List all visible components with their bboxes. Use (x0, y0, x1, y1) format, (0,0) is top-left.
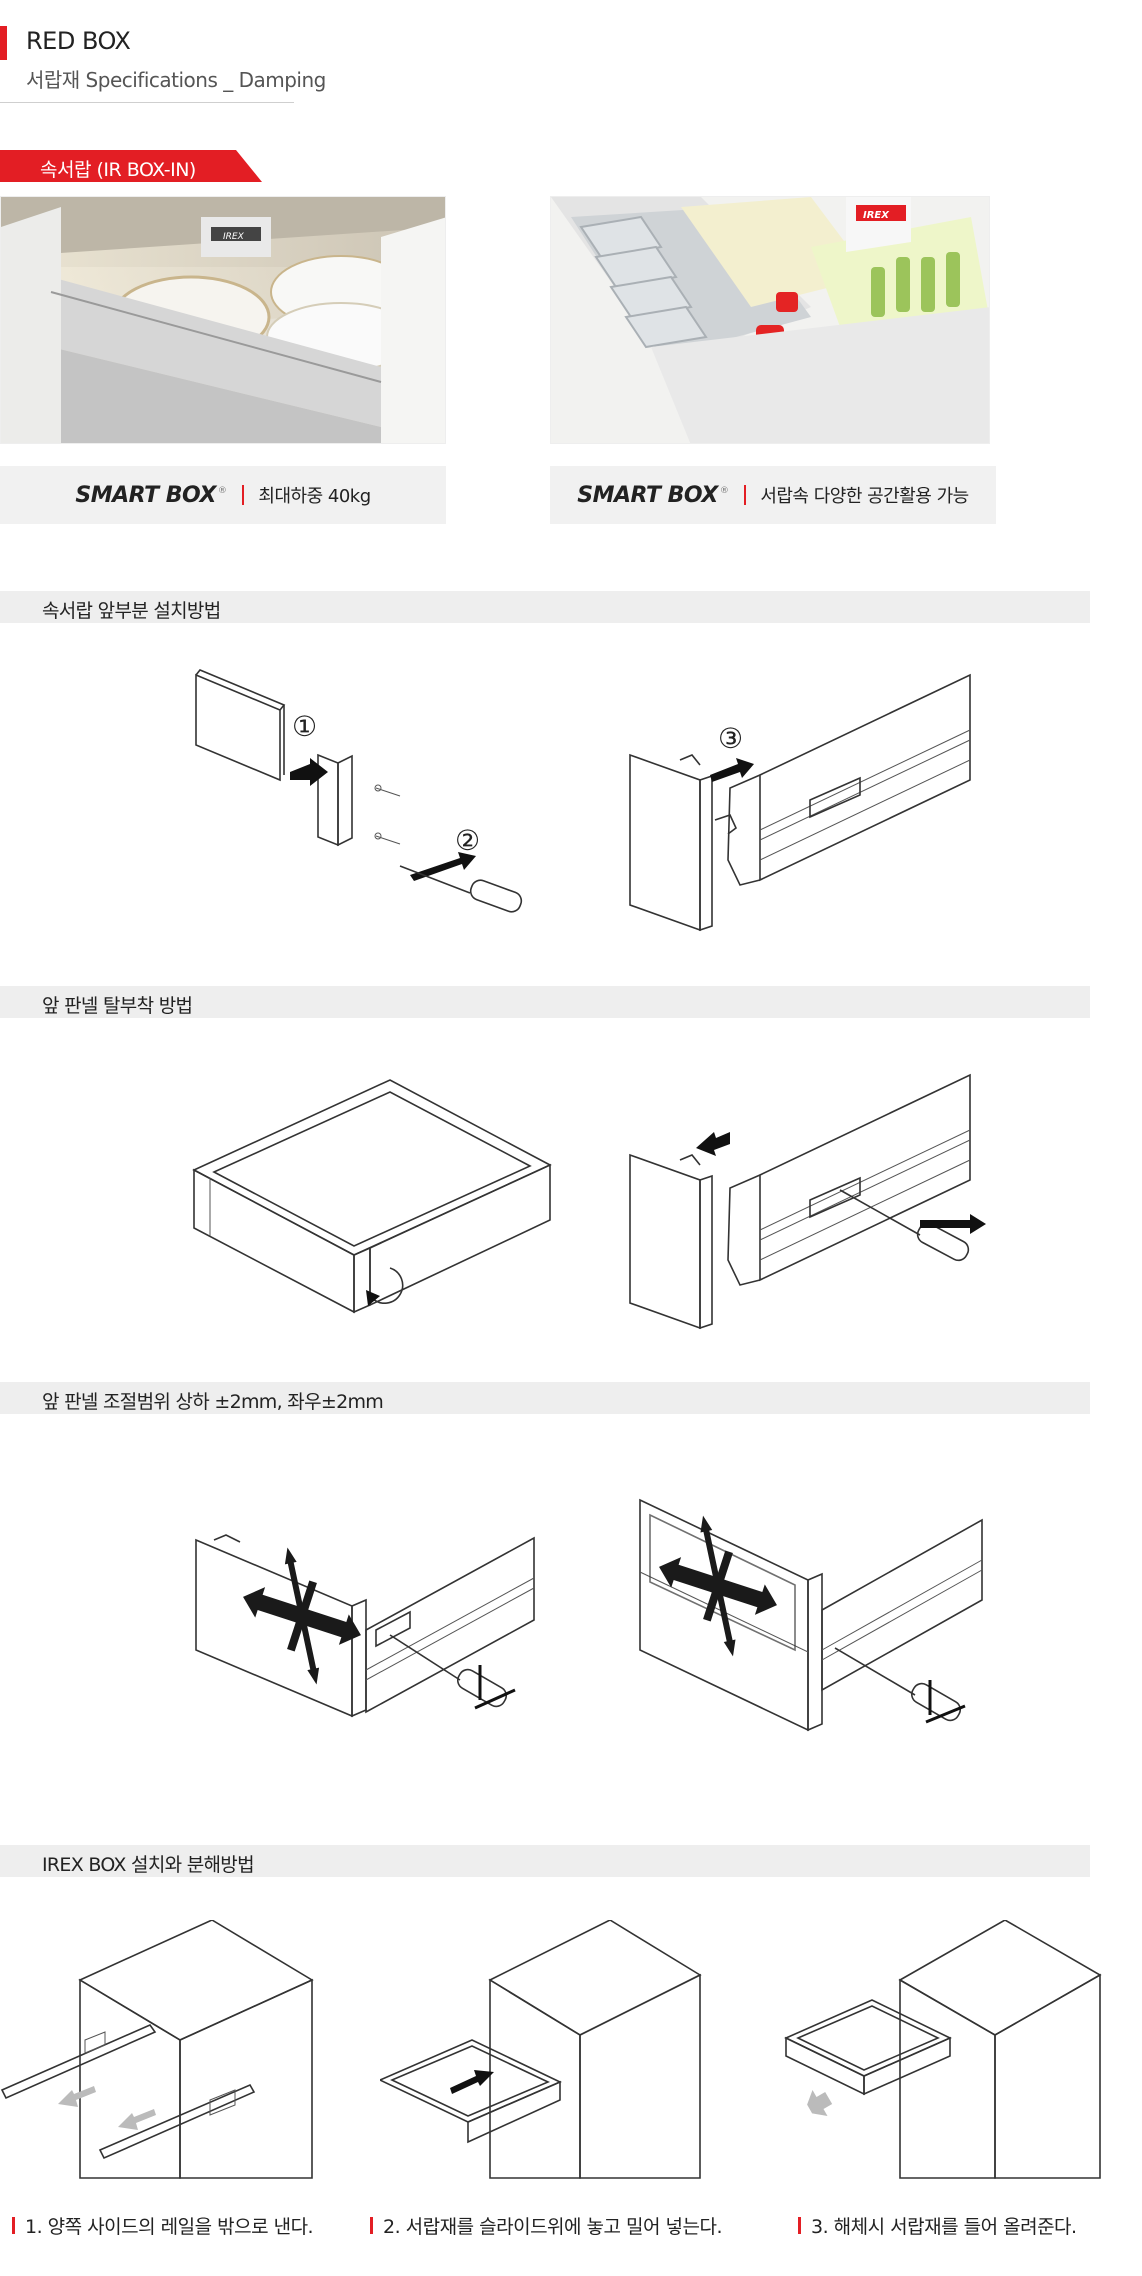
photo-logo-text: IREX (223, 232, 245, 242)
step-marker-3: ③ (718, 722, 743, 755)
caption-text: 서랍속 다양한 공간활용 가능 (760, 486, 969, 507)
step-bullet (12, 2217, 15, 2234)
install-step-2: 2. 서랍재를 슬라이드위에 놓고 밀어 넣는다. (370, 2212, 723, 2239)
caption-text: 최대하중 40kg (258, 486, 371, 507)
photo-logo-text-2: IREX (863, 210, 890, 221)
diagram-panel-adjust-2 (630, 1470, 1010, 1770)
section-header-panel-attach: 앞 판넬 탈부착 방법 (0, 986, 1090, 1018)
header-accent-bar (0, 26, 7, 60)
section-title: IREX BOX 설치와 분해방법 (42, 1854, 255, 1876)
step-bullet (370, 2217, 373, 2234)
step-bullet (798, 2217, 801, 2234)
step-text: 3. 해체시 서랍재를 들어 올려준다. (811, 2216, 1077, 2238)
category-tab: 속서랍 (IR BOX-IN) (0, 150, 262, 182)
section-title: 속서랍 앞부분 설치방법 (42, 600, 221, 622)
diagram-front-install-1: ① ② (180, 660, 580, 950)
brand-label: SMART BOX® (75, 482, 227, 508)
diagram-box-install-1 (0, 1919, 330, 2180)
step-marker-2: ② (455, 824, 480, 857)
diagram-box-install-3 (780, 1919, 1110, 2180)
section-header-panel-adjust: 앞 판넬 조절범위 상하 ±2mm, 좌우±2mm (0, 1382, 1090, 1414)
caption-2: SMART BOX® 서랍속 다양한 공간활용 가능 (550, 466, 996, 524)
brand-label: SMART BOX® (577, 482, 729, 508)
diagram-box-install-2 (378, 1919, 710, 2180)
step-text: 1. 양쪽 사이드의 레일을 밖으로 낸다. (25, 2216, 314, 2238)
install-step-1: 1. 양쪽 사이드의 레일을 밖으로 낸다. (12, 2212, 314, 2239)
diagram-panel-adjust-1 (180, 1480, 550, 1770)
diagram-panel-attach-2 (620, 1060, 1000, 1340)
page-title: RED BOX (26, 27, 131, 55)
caption-separator (744, 485, 747, 505)
install-step-3: 3. 해체시 서랍재를 들어 올려준다. (798, 2212, 1077, 2239)
diagram-front-install-2: ③ (620, 660, 1000, 950)
caption-separator (242, 485, 245, 505)
product-photo-2: IREX (550, 196, 990, 444)
section-title: 앞 판넬 조절범위 상하 ±2mm, 좌우±2mm (42, 1391, 384, 1413)
page-subtitle: 서랍재 Specifications _ Damping (26, 68, 326, 92)
section-header-front-install: 속서랍 앞부분 설치방법 (0, 591, 1090, 623)
step-text: 2. 서랍재를 슬라이드위에 놓고 밀어 넣는다. (383, 2216, 723, 2238)
category-tab-label: 속서랍 (IR BOX-IN) (40, 159, 196, 181)
caption-1: SMART BOX® 최대하중 40kg (0, 466, 446, 524)
step-marker-1: ① (292, 710, 317, 743)
section-title: 앞 판넬 탈부착 방법 (42, 995, 193, 1017)
diagram-panel-attach-1 (180, 1060, 560, 1340)
section-header-box-install: IREX BOX 설치와 분해방법 (0, 1845, 1090, 1877)
product-photo-1: IREX (0, 196, 446, 444)
header-divider (0, 102, 294, 103)
